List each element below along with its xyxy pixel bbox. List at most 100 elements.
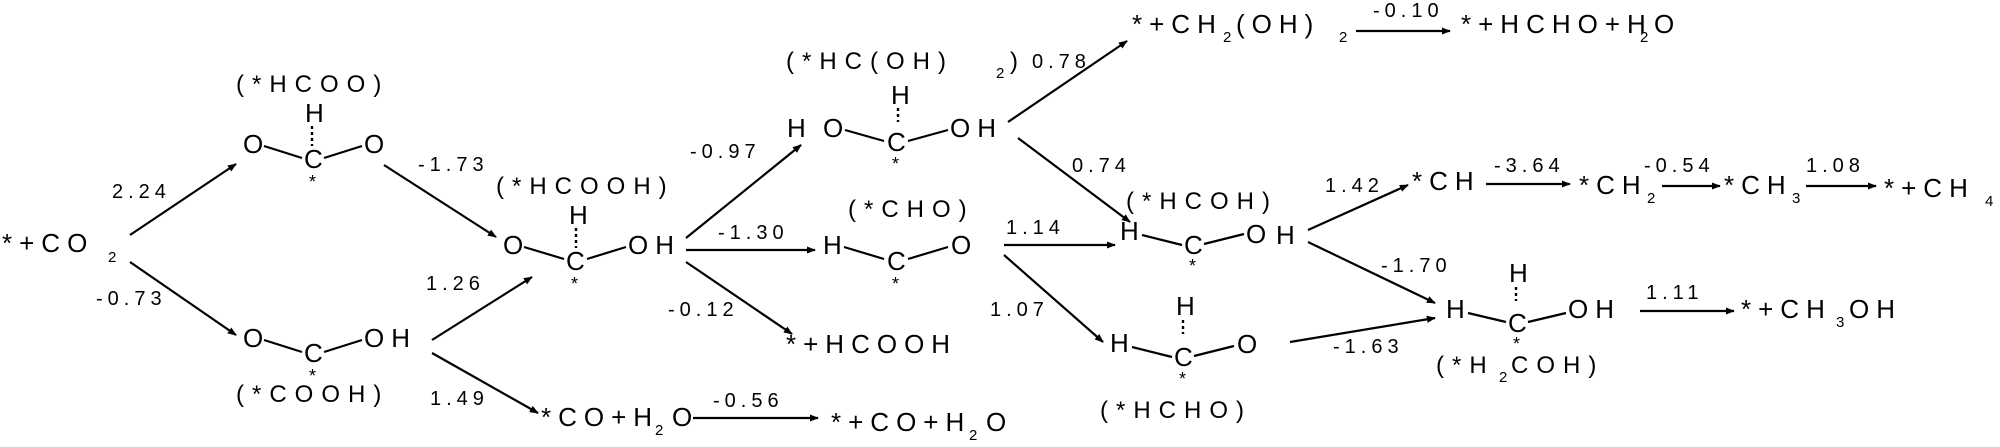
co-h2o-subscript: 2 [655,422,663,439]
hcoo-bond-left [263,144,303,160]
hcoh2-name-close: ) [1010,48,1026,75]
ch4-subscript: 4 [1985,193,1993,210]
species-co-gas: *+CO+H 2 O [831,407,1006,444]
hcooh-c-atom: C [566,246,592,276]
ch3oh-subscript: 3 [1836,314,1844,331]
energy-ch2oh2-to-hcho: -0.10 [1373,0,1444,22]
hcoh-name-label: (*HCOH) [1126,188,1278,215]
cho-h-atom: H [823,230,849,260]
hcoo-star: * [309,172,316,192]
reaction-energies: 2.24 -0.73 -1.73 1.26 1.49 -0.56 -0.97 -… [96,0,1865,412]
hcoo-h-atom: H [305,98,331,128]
energy-hcoh2-to-hcoh: 0.74 [1072,155,1131,177]
energy-ch3-to-ch4: 1.08 [1806,155,1865,177]
arrow-hcoh-to-h2coh [1307,241,1436,304]
hcho-water-label: *+HCHO+H [1461,9,1653,39]
energy-co2-to-cooh: -0.73 [96,288,167,310]
cooh-bond-right [323,338,363,354]
species-hcoo: (*HCOO) H O C * O [236,71,391,192]
co-gas-label: *+CO+H [831,407,971,437]
arrow-cooh-to-co [431,352,539,414]
cooh-bond-left [263,338,303,354]
hcho-h-top: H [1176,291,1202,321]
hcoh2-h-left: H [787,113,813,143]
hcoh-o-atom: O [1246,219,1273,249]
cooh-star: * [309,366,316,386]
h2coh-c-atom: C [1508,308,1534,338]
ch4-label: *+CH [1884,173,1975,203]
hcooh-oh-group: OH [628,230,681,260]
hcoo-o-left: O [243,129,270,159]
hcoh2-oh-group: OH [950,113,1003,143]
energy-cho-to-hcoh: 1.14 [1006,217,1065,239]
hcoh2-name-subscript: 2 [996,65,1004,82]
arrow-hcooh-desorb [685,261,793,335]
cooh-c-atom: C [304,338,330,368]
arrow-hcoo-to-hcooh [383,164,497,238]
arrow-hcoh2-to-hcoh [1017,137,1131,223]
hcoh-star: * [1189,256,1196,276]
species-hcho-water: *+HCHO+H 2 O [1461,9,1681,46]
energy-hcooh-to-hcoh2: -0.97 [690,141,761,163]
hcooh-bond-right [586,245,627,261]
arrow-hcoh-to-ch [1307,183,1409,232]
hcho-bond-right [1193,344,1235,358]
hcho-water-subscript: 2 [1640,29,1648,46]
species-h2coh: H H C * OH (*H 2 COH) [1436,258,1621,386]
ch2oh2-subscript: 2 [1223,29,1231,46]
species-hcoh: (*HCOH) H C * O H [1120,188,1302,276]
hcho-o-atom: O [1237,329,1264,359]
h2coh-bond-right [1527,311,1567,324]
cho-star: * [892,274,899,294]
cho-o-atom: O [951,230,978,260]
arrow-co2-to-hcoo [129,163,237,236]
ch3-label: *CH [1724,170,1793,200]
h2coh-bond-left [1467,311,1507,324]
ch3-subscript: 3 [1792,190,1800,207]
h2coh-name-subscript: 2 [1499,369,1507,386]
energy-cooh-to-co: 1.49 [430,388,489,410]
hcoh-h-right: H [1276,220,1302,250]
h2coh-h-top: H [1509,258,1535,288]
h2coh-star: * [1513,334,1520,354]
hcoh2-h-atom: H [891,80,917,110]
energy-hcoh2-to-ch2oh2: 0.78 [1032,51,1091,73]
hcooh-star: * [571,274,578,294]
h2coh-h-left: H [1446,294,1472,324]
hcoo-o-right: O [364,129,391,159]
arrow-cooh-to-hcooh [431,276,533,341]
hcho-water-end: O [1654,9,1681,39]
energy-co2-to-hcoo: 2.24 [112,181,171,203]
arrow-hcoh2-to-ch2oh2 [1007,40,1128,123]
hcoh2-c-atom: C [887,127,913,157]
species-hcooh-gas: *+HCOOH [786,329,957,359]
hcoo-c-atom: C [304,144,330,174]
hcoh2-o-left: O [823,113,850,143]
cho-bond-right [907,245,949,261]
hcoh-bond-right [1203,232,1245,246]
energy-hcoh-to-ch: 1.42 [1325,175,1384,197]
hcoh2-star: * [892,154,899,174]
hcoo-bond-right [323,144,363,160]
energy-h2coh-to-ch3oh: 1.11 [1646,282,1703,304]
species-hcoh2: (*HC(OH) 2 ) H H O C * OH [786,48,1026,174]
h2coh-oh-group: OH [1568,294,1621,324]
species-ch2: *CH 2 [1579,170,1655,207]
co-h2o-label: *CO+H [541,402,659,432]
energy-hcoo-to-hcooh: -1.73 [418,154,489,176]
species-ch4: *+CH 4 [1884,173,1993,210]
reaction-arrows [129,27,1877,422]
hcoo-name-label: (*HCOO) [236,71,389,98]
ch-label: *CH [1412,166,1481,196]
energy-cooh-to-hcooh: 1.26 [426,273,485,295]
h2coh-name-rest: COH) [1511,352,1604,379]
hcho-name-label: (*HCHO) [1100,397,1252,424]
ch2oh2-label: *+CH [1132,9,1223,39]
hcooh-bond-left [523,245,565,261]
hcoh2-name-label: (*HC(OH) [786,48,954,75]
species-co-h2o-adsorbed: *CO+H 2 O [541,402,699,439]
hcooh-gas-label: *+HCOOH [786,329,957,359]
co-gas-subscript: 2 [969,427,977,444]
hcho-star: * [1179,369,1186,389]
co-h2o-end: O [672,402,699,432]
